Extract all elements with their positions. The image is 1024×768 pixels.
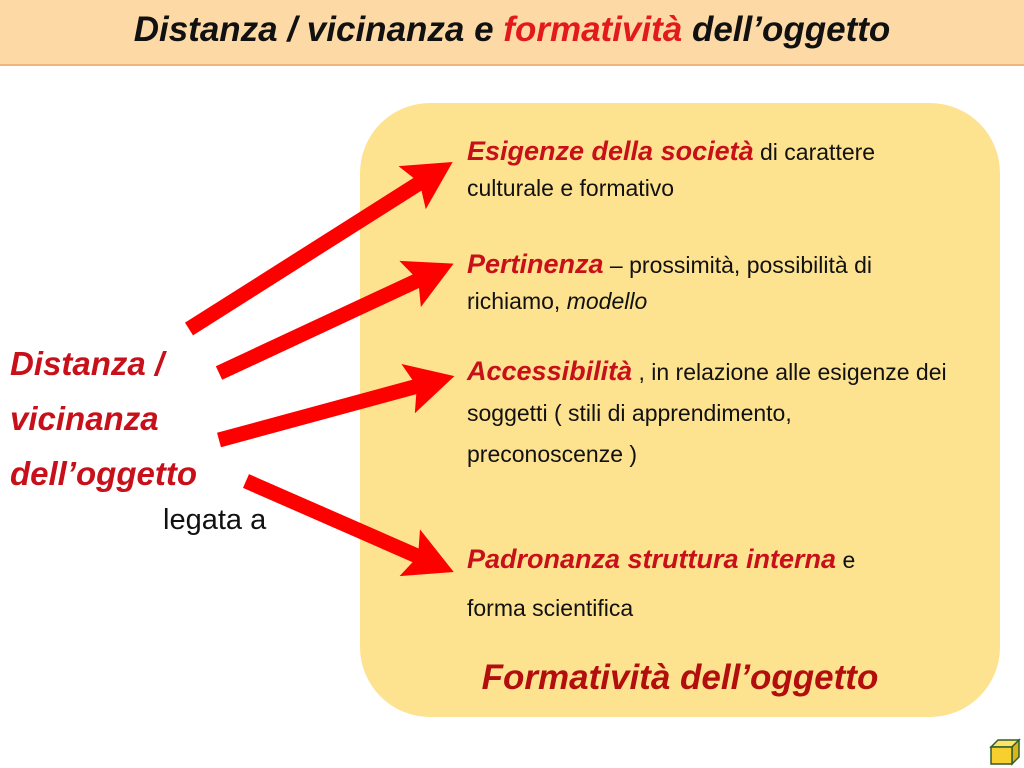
slide-title: Distanza / vicinanza e formatività dell’… bbox=[134, 10, 891, 50]
title-bar: Distanza / vicinanza e formatività dell’… bbox=[0, 0, 1024, 66]
item-head: Pertinenza bbox=[467, 249, 604, 279]
arrow-to-accessibilita bbox=[217, 364, 455, 448]
title-accent: formatività bbox=[503, 10, 683, 49]
arrow-to-padronanza bbox=[242, 474, 454, 577]
distanza-line3: dell’oggetto bbox=[10, 455, 197, 492]
item-text: , in relazione alle esigenze dei soggett… bbox=[467, 359, 947, 467]
item-head: Esigenze della società bbox=[467, 136, 754, 166]
cube-icon[interactable] bbox=[988, 738, 1022, 766]
item-text: e forma scientifica bbox=[467, 547, 856, 621]
panel-label: Formatività dell’oggetto bbox=[481, 658, 879, 697]
item-head: Padronanza struttura interna bbox=[467, 544, 837, 574]
formativita-panel bbox=[360, 103, 1000, 717]
distanza-label: Distanza / vicinanza dell’oggetto bbox=[10, 336, 260, 501]
item-head: Accessibilità bbox=[467, 356, 633, 386]
item-text: di carattere culturale e formativo bbox=[467, 139, 876, 201]
item-text: – prossimità, possibilità di richiamo, bbox=[467, 252, 872, 314]
item-esigenze: Esigenze della società di carattere cult… bbox=[467, 133, 947, 206]
arrow-to-esigenze bbox=[184, 161, 453, 336]
distanza-line2: vicinanza bbox=[10, 400, 159, 437]
arrow-to-pertinenza bbox=[215, 260, 454, 380]
title-part2: dell’oggetto bbox=[682, 10, 891, 49]
title-part1: Distanza / vicinanza e bbox=[133, 10, 504, 49]
item-accessibilita: Accessibilità , in relazione alle esigen… bbox=[467, 351, 947, 475]
distanza-line1: Distanza / bbox=[10, 345, 165, 382]
item-text-italic: modello bbox=[566, 288, 648, 314]
item-pertinenza: Pertinenza – prossimità, possibilità di … bbox=[467, 246, 947, 319]
legata-label: legata a bbox=[163, 504, 267, 536]
item-padronanza: Padronanza struttura interna e forma sci… bbox=[467, 535, 887, 632]
